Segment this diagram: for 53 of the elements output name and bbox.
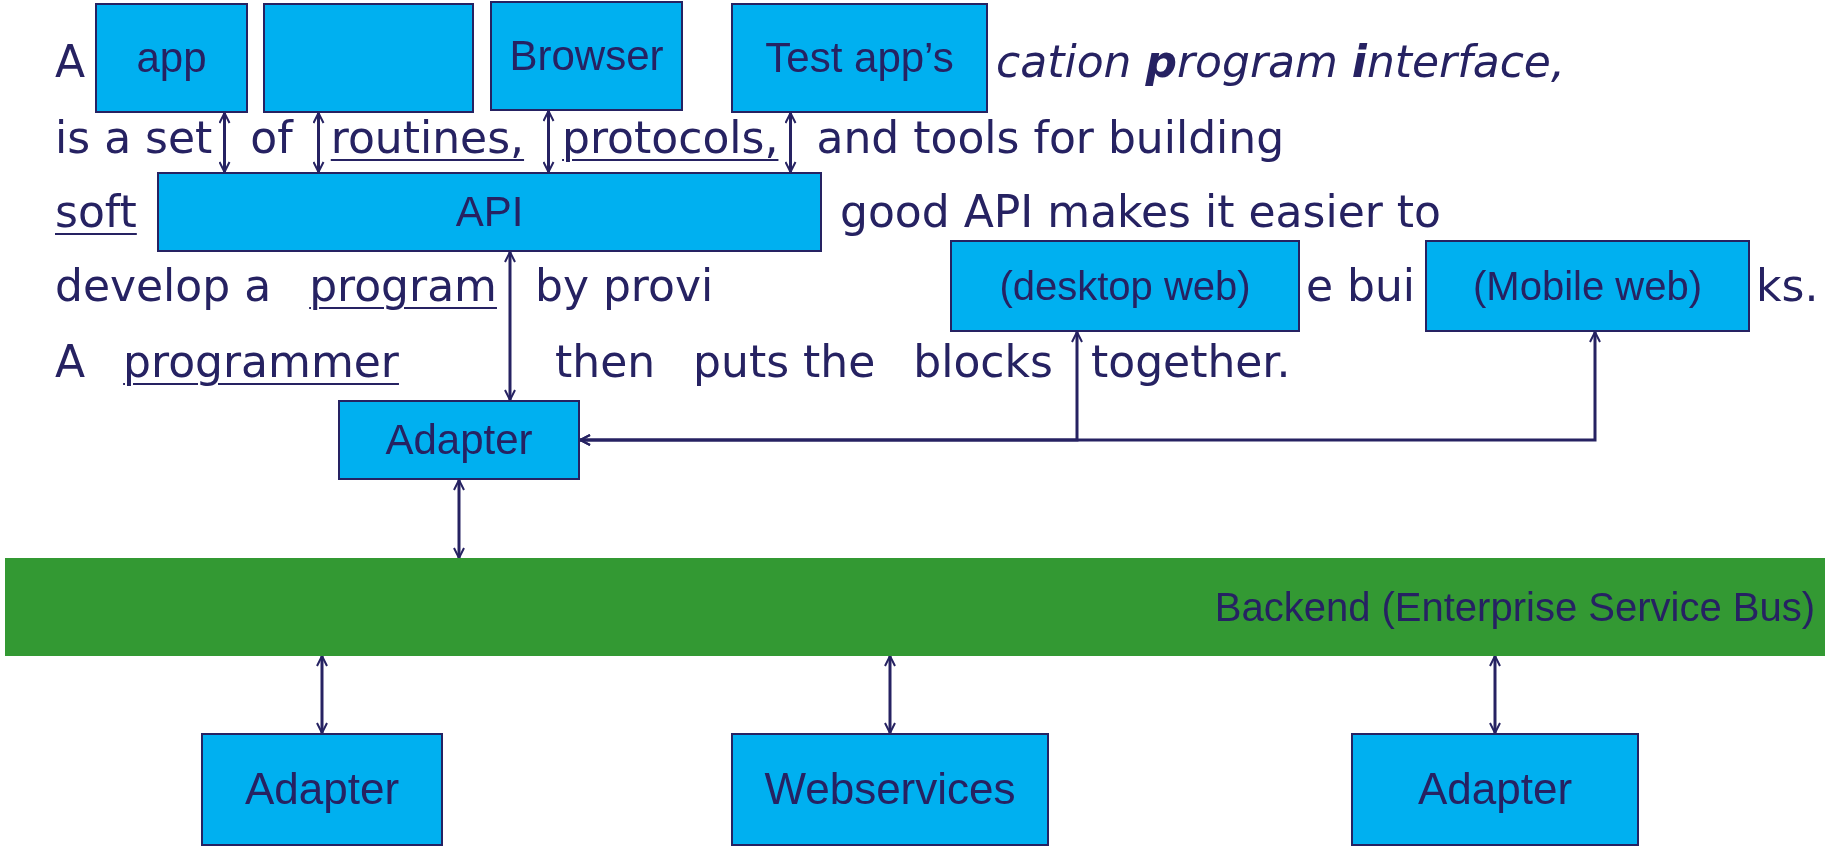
double-arrow [504, 251, 516, 401]
web-channel-box [1425, 240, 1750, 332]
link-text: program [309, 264, 497, 308]
node-label: Backend (Enterprise Service Bus) [1214, 584, 1815, 630]
node-label: Adapter [1417, 764, 1573, 815]
paragraph-text: puts the [693, 340, 876, 384]
paragraph-text: together. [1090, 340, 1291, 384]
node-label: (desktop web) [999, 263, 1251, 309]
node-label: Adapter [385, 415, 533, 465]
double-arrow [884, 655, 896, 734]
paragraph-text: e bui [1306, 264, 1416, 308]
client-box [263, 3, 474, 113]
double-arrow [218, 112, 231, 173]
double-arrow [1489, 655, 1501, 734]
node-label: Adapter [244, 764, 400, 815]
link-text: protocols, [562, 116, 779, 160]
node-label: API [455, 187, 524, 237]
paragraph-text: develop a [55, 264, 272, 308]
client-box [731, 3, 988, 113]
double-arrow [316, 655, 328, 734]
link-text: soft [55, 190, 137, 234]
paragraph-text: blocks [913, 340, 1053, 384]
node-label: Test app’s [765, 33, 954, 83]
bus-bar [5, 558, 1825, 656]
node-label: Browser [509, 31, 664, 81]
client-box [490, 1, 683, 111]
double-arrow [312, 112, 325, 173]
double-arrow [579, 331, 1601, 446]
node-label: (Mobile web) [1473, 263, 1702, 309]
paragraph-text: cation program interface, [996, 40, 1565, 84]
paragraph-text: A [55, 340, 86, 384]
service-box [731, 733, 1049, 846]
link-text: programmer [123, 340, 399, 384]
paragraph-text: good API makes it easier to [840, 190, 1441, 234]
adapter-box [1351, 733, 1639, 846]
api-box [157, 172, 822, 252]
web-channel-box [950, 240, 1300, 332]
paragraph-text: by provi [534, 264, 714, 308]
paragraph-text: A [55, 40, 86, 84]
paragraph-text: is a set [55, 116, 213, 160]
paragraph-text: of [250, 116, 293, 160]
client-box [95, 3, 248, 113]
paragraph-text: ks. [1756, 264, 1819, 308]
node-label: Webservices [764, 764, 1016, 815]
double-arrow [542, 110, 555, 173]
adapter-box [201, 733, 443, 846]
paragraph-text: then [555, 340, 656, 384]
double-arrow [453, 479, 465, 559]
link-text: routines, [330, 116, 525, 160]
adapter-box [338, 400, 580, 480]
paragraph-text: and tools for building [816, 116, 1285, 160]
node-label: app [136, 33, 207, 83]
double-arrow [784, 112, 797, 173]
